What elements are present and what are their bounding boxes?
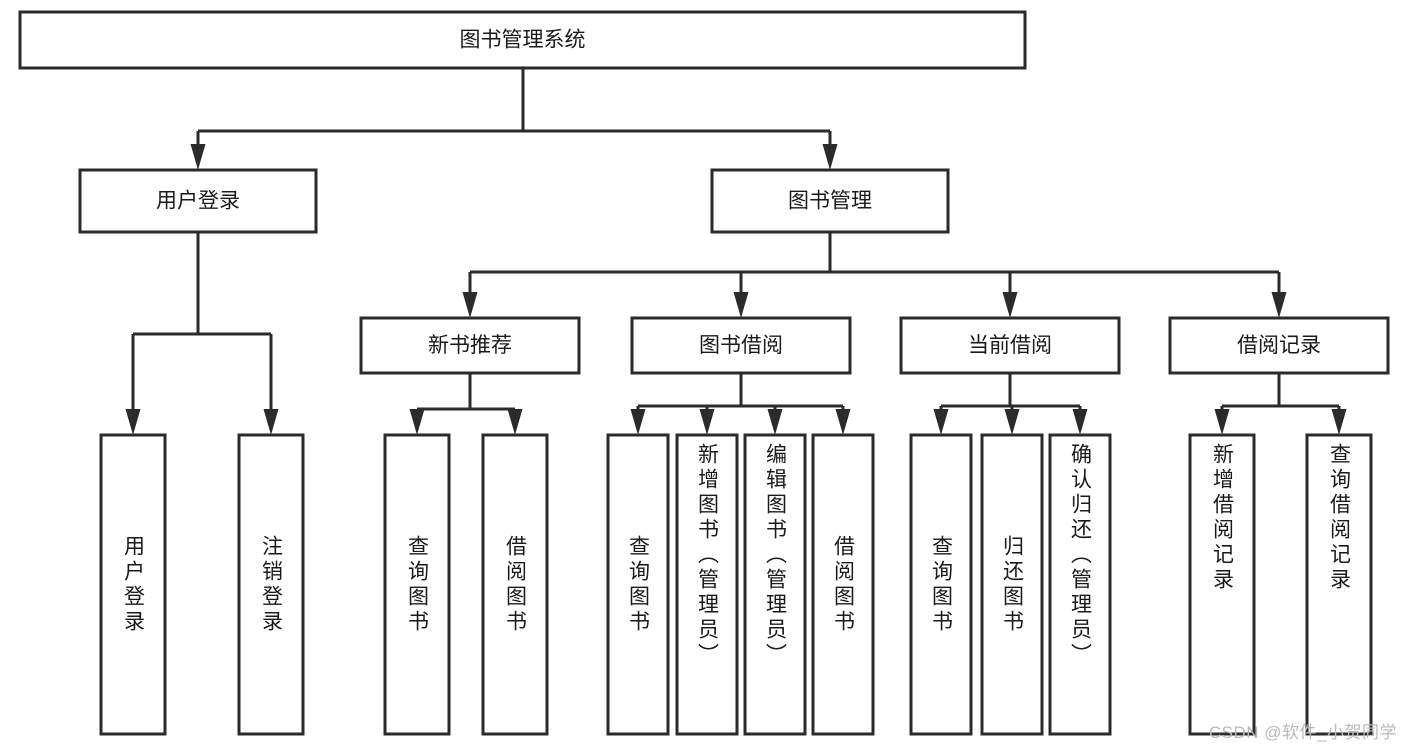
arrow-head-icon (822, 144, 838, 170)
node-box[interactable] (675, 433, 739, 736)
node-box[interactable] (899, 316, 1121, 375)
arrow-head-icon (630, 409, 646, 435)
node-label: 当前借阅 (968, 334, 1052, 357)
node-leaf-11[interactable] (1188, 433, 1256, 736)
arrow-head-icon (462, 292, 478, 318)
node-box[interactable] (909, 433, 973, 736)
node-root-图书管理系统[interactable]: 图书管理系统 (18, 10, 1027, 70)
node-leaf-4[interactable] (606, 433, 670, 736)
node-box[interactable] (1048, 433, 1112, 736)
node-box[interactable] (1188, 433, 1256, 736)
arrow-head-icon (699, 409, 715, 435)
arrow-head-icon (125, 409, 141, 435)
arrow-head-icon (933, 409, 949, 435)
node-level3-当前借阅[interactable]: 当前借阅 (899, 316, 1121, 375)
arrow-head-icon (1331, 409, 1347, 435)
arrow-head-icon (733, 292, 749, 318)
arrow-head-icon (263, 409, 279, 435)
node-box[interactable] (743, 433, 807, 736)
node-leaf-12[interactable] (1305, 433, 1373, 736)
node-box[interactable] (18, 10, 1027, 70)
arrow-head-icon (767, 409, 783, 435)
arrow-head-icon (409, 409, 425, 435)
node-leaf-0[interactable] (99, 433, 167, 736)
node-leaf-6[interactable] (743, 433, 807, 736)
node-leaf-9[interactable] (980, 433, 1044, 736)
arrow-head-icon (190, 144, 206, 170)
node-label: 图书管理 (788, 190, 872, 213)
node-box[interactable] (1168, 316, 1390, 375)
node-label: 图书管理系统 (460, 29, 586, 52)
node-box[interactable] (710, 168, 950, 234)
node-leaf-8[interactable] (909, 433, 973, 736)
node-leaf-2[interactable] (383, 433, 451, 736)
node-box[interactable] (383, 433, 451, 736)
node-level3-图书借阅[interactable]: 图书借阅 (630, 316, 852, 375)
node-box[interactable] (78, 168, 318, 234)
node-box[interactable] (359, 316, 581, 375)
connector-group (630, 373, 851, 435)
connector-group (409, 373, 523, 435)
node-box[interactable] (630, 316, 852, 375)
node-label: 新书推荐 (428, 334, 512, 357)
node-level3-借阅记录[interactable]: 借阅记录 (1168, 316, 1390, 375)
node-label: 借阅记录 (1237, 334, 1321, 357)
node-level2-图书管理[interactable]: 图书管理 (710, 168, 950, 234)
node-box[interactable] (1305, 433, 1373, 736)
arrow-head-icon (1002, 292, 1018, 318)
arrow-head-icon (507, 409, 523, 435)
connector-group (462, 232, 1287, 318)
node-leaf-3[interactable] (481, 433, 549, 736)
node-leaf-7[interactable] (811, 433, 875, 736)
node-label: 图书借阅 (699, 334, 783, 357)
node-level3-新书推荐[interactable]: 新书推荐 (359, 316, 581, 375)
connector-group (190, 68, 838, 170)
node-box[interactable] (481, 433, 549, 736)
arrow-head-icon (1271, 292, 1287, 318)
watermark-text: CSDN @软件_小贺同学 (1208, 723, 1397, 742)
arrow-head-icon (835, 409, 851, 435)
node-leaf-10[interactable] (1048, 433, 1112, 736)
arrow-head-icon (1072, 409, 1088, 435)
node-label: 用户登录 (156, 190, 240, 213)
node-box[interactable] (237, 433, 305, 736)
arrow-head-icon (1214, 409, 1230, 435)
node-box[interactable] (980, 433, 1044, 736)
node-box[interactable] (606, 433, 670, 736)
connector-group (933, 373, 1088, 435)
node-box[interactable] (811, 433, 875, 736)
connector-group (1214, 373, 1347, 435)
node-box[interactable] (99, 433, 167, 736)
node-leaf-1[interactable] (237, 433, 305, 736)
connector-group (125, 232, 279, 435)
arrow-head-icon (1004, 409, 1020, 435)
node-leaf-5[interactable] (675, 433, 739, 736)
node-level2-用户登录[interactable]: 用户登录 (78, 168, 318, 234)
